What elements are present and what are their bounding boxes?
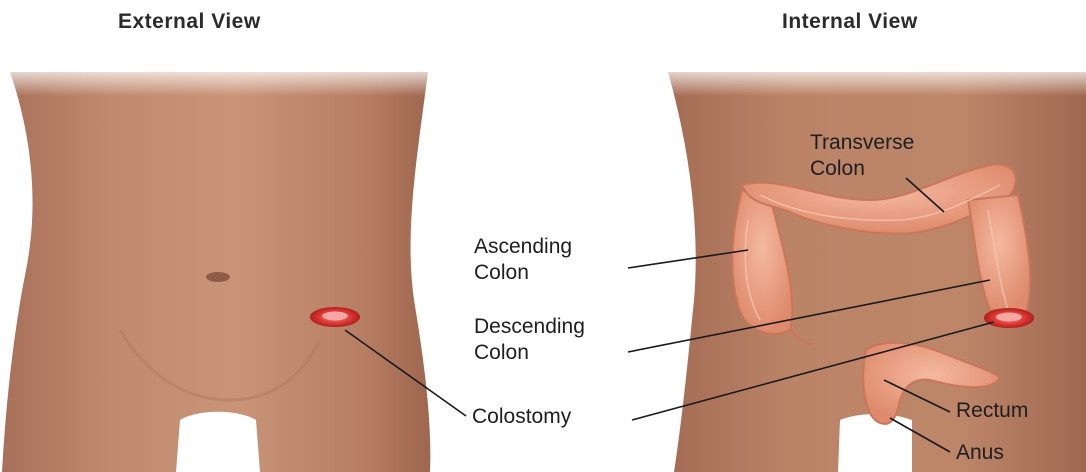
navel [206, 272, 230, 282]
internal-view-title: Internal View [782, 10, 918, 34]
label-descending-colon: Descending Colon [474, 314, 585, 366]
label-colostomy: Colostomy [472, 404, 571, 430]
label-descending-line1: Descending [474, 314, 585, 340]
label-ascending-colon: Ascending Colon [474, 234, 572, 286]
label-transverse-line1: Transverse [810, 130, 914, 156]
label-anus: Anus [956, 440, 1004, 466]
label-descending-line2: Colon [474, 340, 585, 366]
label-rectum: Rectum [956, 398, 1028, 424]
label-transverse-colon: Transverse Colon [810, 130, 914, 182]
label-ascending-line1: Ascending [474, 234, 572, 260]
label-transverse-line2: Colon [810, 156, 914, 182]
external-torso [0, 62, 440, 472]
external-view-title: External View [118, 10, 261, 34]
label-ascending-line2: Colon [474, 260, 572, 286]
